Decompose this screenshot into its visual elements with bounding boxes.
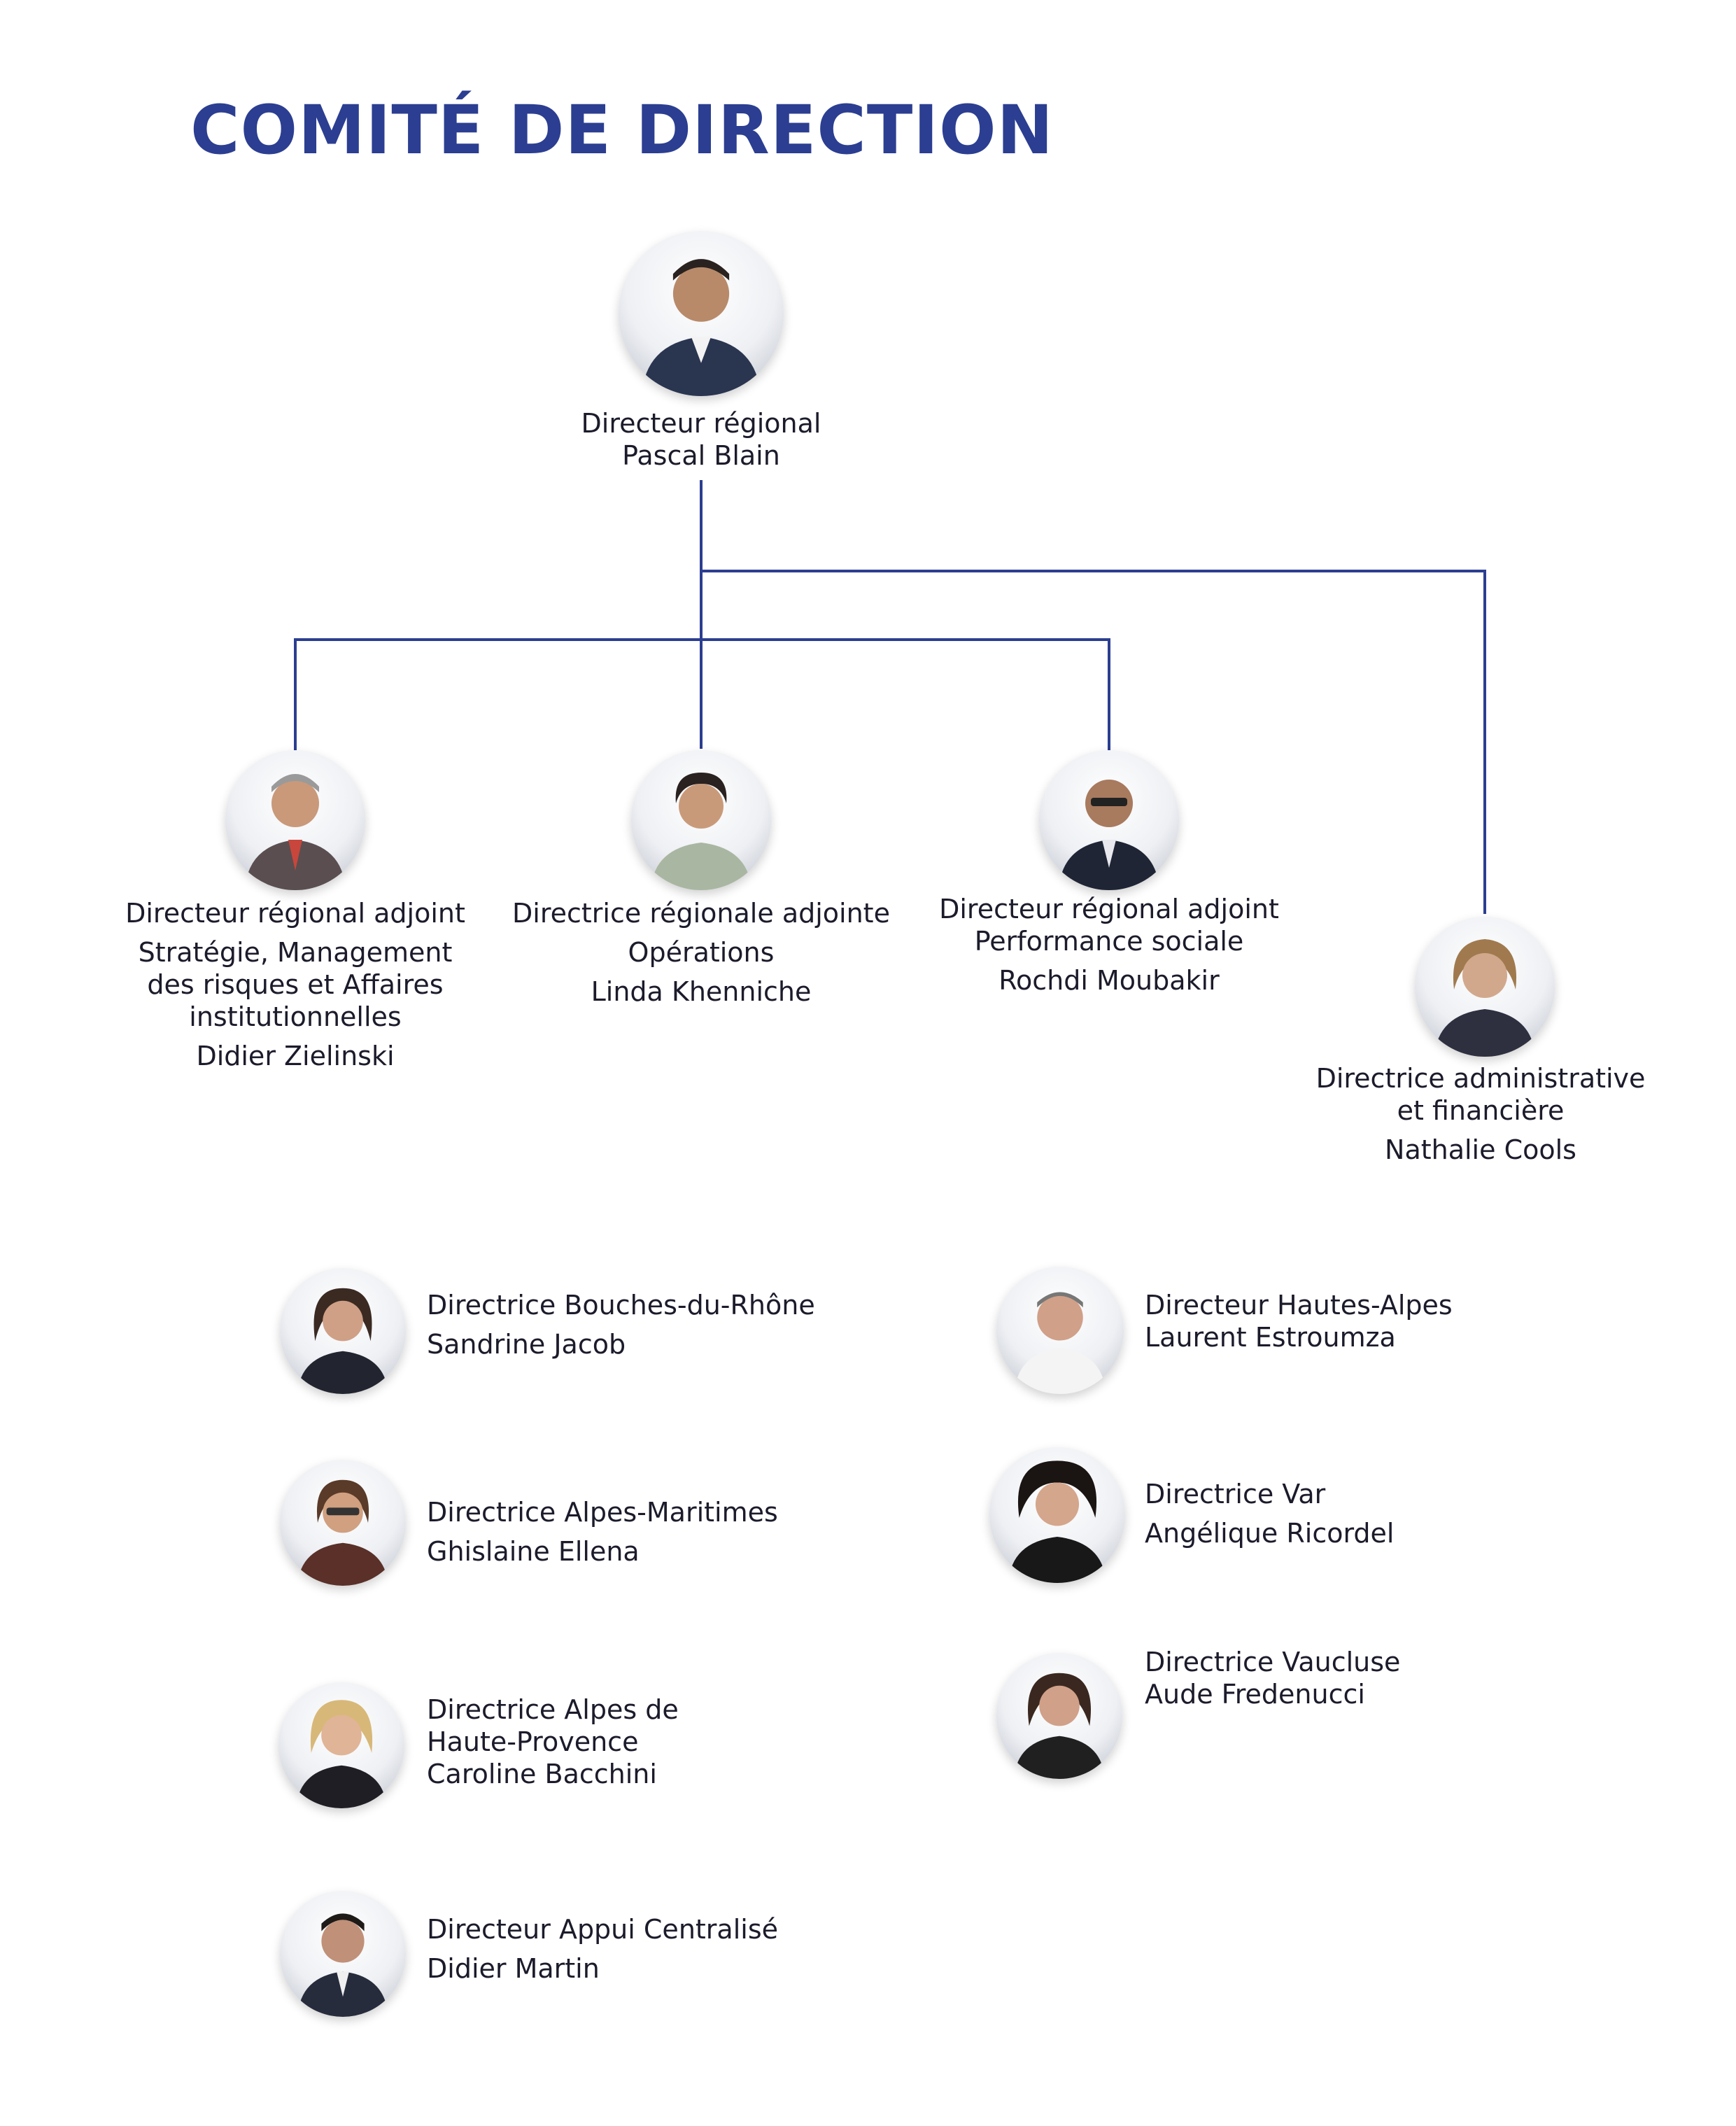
- person-name: Laurent Estroumza: [1145, 1322, 1396, 1353]
- person-photo-icon: [642, 259, 761, 396]
- person-name: Ghislaine Ellena: [427, 1536, 640, 1567]
- role-label: Directeur régional adjoint: [125, 898, 465, 929]
- role-detail: Performance sociale: [974, 926, 1244, 957]
- role-detail: et financière: [1397, 1095, 1565, 1126]
- dept-appui-centralise: Directeur Appui Centralisé Didier Martin: [427, 1913, 778, 1985]
- avatar-linda-khenniche: [631, 750, 771, 890]
- role-label: Directrice Alpes de: [427, 1694, 679, 1725]
- role-detail: institutionnelles: [189, 1001, 402, 1032]
- role-detail: des risques et Affaires: [147, 969, 444, 1000]
- org-node-directeur-regional: Directeur régional Pascal Blain: [581, 407, 821, 472]
- dept-alpes-maritimes: Directrice Alpes-Maritimes Ghislaine Ell…: [427, 1496, 778, 1568]
- person-name: Didier Zielinski: [196, 1041, 395, 1071]
- avatar-directeur-regional: [619, 231, 784, 396]
- person-name: Caroline Bacchini: [427, 1759, 657, 1789]
- role-detail: Stratégie, Management: [138, 937, 453, 968]
- dept-var: Directrice Var Angélique Ricordel: [1145, 1478, 1394, 1549]
- dept-vaucluse: Directrice Vaucluse Aude Fredenucci: [1145, 1646, 1400, 1710]
- role-label: Directeur Hautes-Alpes: [1145, 1290, 1453, 1321]
- person-photo-icon: [1434, 939, 1535, 1057]
- avatar-nathalie-cools: [1415, 917, 1555, 1057]
- person-photo-icon: [1014, 1673, 1105, 1779]
- avatar-angelique-ricordel: [989, 1447, 1125, 1583]
- dept-bouches-du-rhone: Directrice Bouches-du-Rhône Sandrine Jac…: [427, 1289, 815, 1360]
- person-photo-icon: [297, 1288, 388, 1394]
- org-node-deputy-operations: Directrice régionale adjointe Opérations…: [512, 897, 890, 1008]
- role-label: Directrice Var: [1145, 1479, 1326, 1509]
- person-photo-icon: [296, 1700, 387, 1808]
- role-label: Directeur Appui Centralisé: [427, 1914, 778, 1945]
- role-detail: Opérations: [628, 937, 775, 968]
- person-name: Didier Martin: [427, 1953, 600, 1984]
- avatar-ghislaine-ellena: [280, 1460, 406, 1586]
- org-node-daf: Directrice administrative et financière …: [1316, 1062, 1646, 1166]
- org-node-deputy-strategie: Directeur régional adjoint Stratégie, Ma…: [125, 897, 465, 1072]
- person-photo-icon: [651, 773, 751, 890]
- avatar-laurent-estroumza: [996, 1267, 1124, 1394]
- page-title: COMITÉ DE DIRECTION: [190, 91, 1054, 169]
- person-name: Aude Fredenucci: [1145, 1679, 1365, 1710]
- person-name: Rochdi Moubakir: [998, 965, 1220, 996]
- role-label: Directeur régional adjoint: [939, 894, 1279, 924]
- person-photo-icon: [297, 1479, 388, 1586]
- role-label: Directrice Vaucluse: [1145, 1647, 1401, 1677]
- person-name: Pascal Blain: [622, 440, 780, 471]
- avatar-aude-fredenucci: [996, 1653, 1122, 1779]
- person-photo-icon: [245, 774, 346, 890]
- person-photo-icon: [1059, 780, 1159, 890]
- role-label: Directeur régional: [581, 408, 821, 439]
- org-node-deputy-performance: Directeur régional adjoint Performance s…: [939, 893, 1279, 997]
- role-label: Directrice régionale adjointe: [512, 898, 890, 929]
- avatar-sandrine-jacob: [280, 1268, 406, 1394]
- dept-alpes-haute-provence: Directrice Alpes de Haute-Provence Carol…: [427, 1694, 679, 1790]
- role-label: Directrice administrative: [1315, 1063, 1646, 1094]
- role-label: Directrice Alpes-Maritimes: [427, 1497, 778, 1528]
- person-photo-icon: [1008, 1460, 1106, 1583]
- connector-deputies: [294, 638, 1110, 750]
- role-detail: Haute-Provence: [427, 1726, 639, 1757]
- dept-hautes-alpes: Directeur Hautes-Alpes Laurent Estroumza: [1145, 1289, 1453, 1353]
- avatar-didier-martin: [280, 1891, 406, 2017]
- person-name: Nathalie Cools: [1385, 1134, 1576, 1165]
- person-photo-icon: [297, 1913, 388, 2017]
- person-name: Angélique Ricordel: [1145, 1518, 1395, 1549]
- avatar-caroline-bacchini: [278, 1682, 404, 1808]
- avatar-didier-zielinski: [225, 750, 365, 890]
- avatar-rochdi-moubakir: [1039, 750, 1179, 890]
- person-name: Linda Khenniche: [591, 976, 812, 1007]
- connector-daf: [701, 570, 1486, 914]
- person-photo-icon: [1014, 1292, 1106, 1394]
- person-name: Sandrine Jacob: [427, 1329, 626, 1360]
- role-label: Directrice Bouches-du-Rhône: [427, 1290, 815, 1321]
